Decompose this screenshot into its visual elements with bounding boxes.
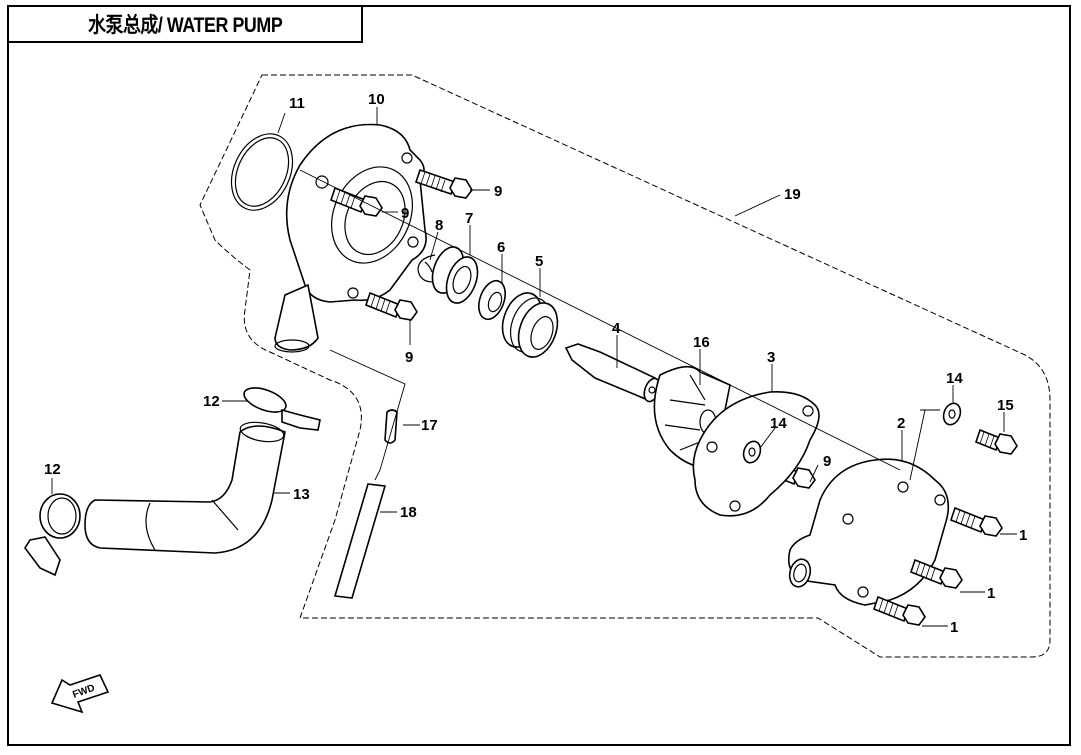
callout-8: 8 [435,217,443,234]
callout-13: 13 [293,486,310,503]
callout-14-center: 14 [770,415,787,432]
bearing-part-7 [431,246,479,304]
washer-part-14-right [942,402,962,426]
circlip-part-8 [417,254,436,283]
callout-17: 17 [421,417,438,434]
callout-14-right: 14 [946,370,963,387]
callout-10: 10 [368,91,385,108]
o-ring-part-11 [230,133,294,211]
hose-clamp-part-12-lower [24,493,81,577]
callout-12-upper: 12 [203,393,220,410]
callout-9-top: 9 [494,183,502,200]
callout-19: 19 [784,186,801,203]
bolt-part-1-middle [910,558,963,589]
page-title: 水泵总成/ WATER PUMP [87,14,283,37]
coolant-hose-part-13 [84,421,286,554]
callout-7: 7 [465,210,473,227]
callout-11: 11 [289,95,305,112]
bolt-part-1-upper [950,506,1003,537]
forward-direction-arrow: FWD [50,674,110,714]
callout-1-upper: 1 [1019,527,1027,544]
callout-15: 15 [997,397,1014,414]
callout-3: 3 [767,349,775,366]
pump-cover-part-10 [274,123,427,353]
callout-4: 4 [612,320,621,337]
callout-12-lower: 12 [44,461,61,478]
leader-lines [51,107,1017,627]
callout-1-lower: 1 [950,619,958,636]
bolt-part-1-lower [873,595,926,626]
callout-5: 5 [535,253,543,270]
callout-6: 6 [497,239,505,256]
hose-piece-part-18 [333,483,387,599]
title-box: 水泵总成/ WATER PUMP [7,5,363,43]
callout-2: 2 [897,415,905,432]
seal-washer-part-6 [478,279,506,321]
callout-18: 18 [400,504,417,521]
callout-16: 16 [693,334,710,351]
pump-housing-part-2 [787,458,950,606]
drawing-frame [7,5,1071,746]
fitting-part-17 [384,409,398,444]
callout-9-right: 9 [823,453,831,470]
callout-9-center: 9 [401,205,409,222]
hose-clamp-part-12-upper [243,387,321,431]
pump-shaft-part-4 [564,343,661,403]
assembly-boundary-outline [199,74,1051,658]
callout-1-middle: 1 [987,585,995,602]
mechanical-seal-part-5 [501,292,559,358]
bolt-part-9-top [414,168,473,199]
callout-9-lower: 9 [405,349,413,366]
bolt-part-9-lower [365,291,418,321]
washer-part-14-center [742,440,762,464]
drain-bolt-part-15 [975,428,1018,455]
assembly-center-axis [299,169,940,481]
